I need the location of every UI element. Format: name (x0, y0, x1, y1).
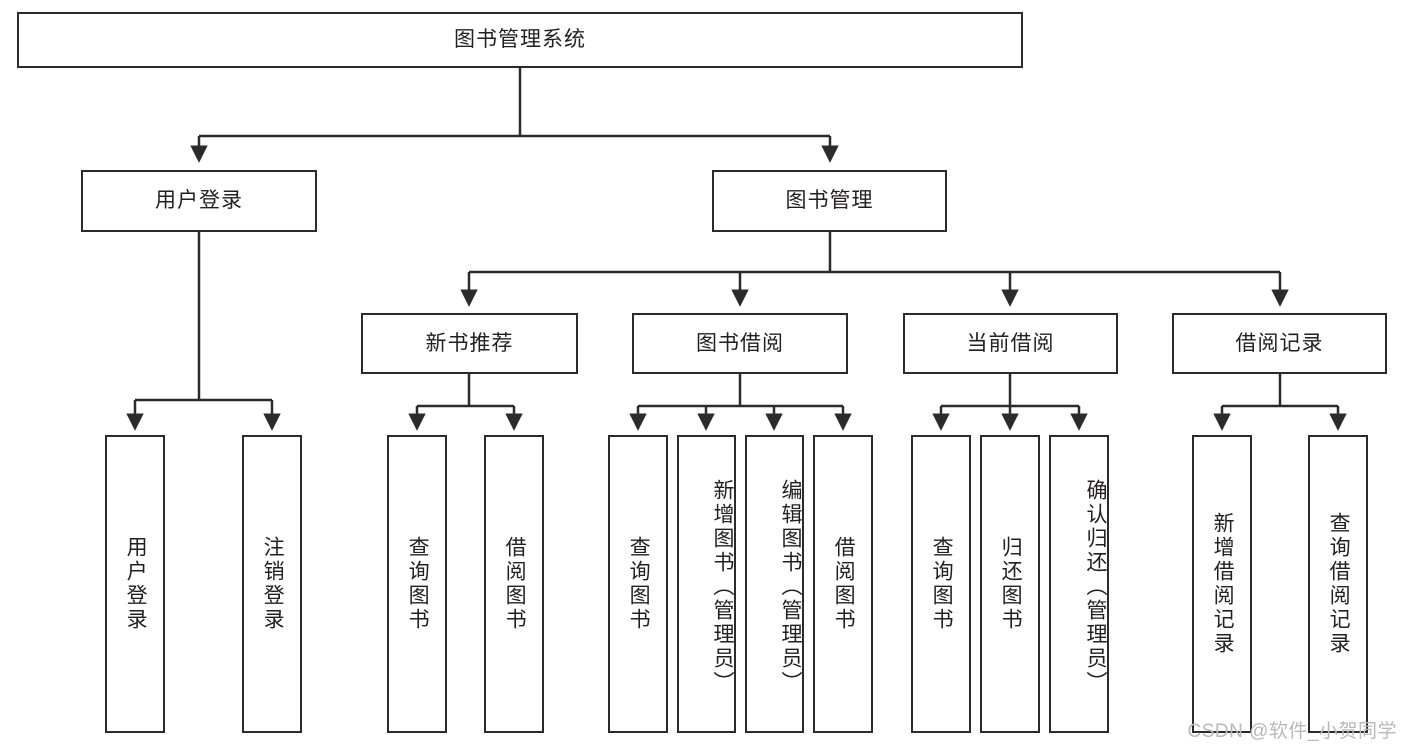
node-label: 编辑图书（管理员） (779, 479, 802, 695)
node-label: 查询借阅记录 (1327, 512, 1351, 656)
node-label: 图书管理系统 (454, 28, 586, 52)
csdn-watermark: CSDN @软件_小贺同学 (1187, 721, 1397, 742)
node-label: 借阅图书 (503, 536, 527, 632)
leaf-user-login-login[interactable]: 用户登录 (105, 435, 165, 733)
leaf-current-borrow-return-book[interactable]: 归还图书 (980, 435, 1040, 733)
node-book-borrow[interactable]: 图书借阅 (632, 313, 848, 374)
node-label: 借阅图书 (832, 536, 856, 632)
node-user-login[interactable]: 用户登录 (81, 170, 317, 232)
node-label: 注销登录 (261, 536, 285, 632)
node-label: 查询图书 (930, 536, 954, 632)
node-borrow-record[interactable]: 借阅记录 (1172, 313, 1387, 374)
leaf-current-borrow-query-book[interactable]: 查询图书 (911, 435, 971, 733)
node-root-book-management-system[interactable]: 图书管理系统 (17, 12, 1023, 68)
node-label: 归还图书 (999, 536, 1023, 632)
node-label: 图书借阅 (696, 331, 784, 355)
node-label: 借阅记录 (1235, 331, 1324, 355)
node-label: 用户登录 (124, 536, 148, 632)
leaf-book-borrow-borrow-book[interactable]: 借阅图书 (813, 435, 873, 733)
leaf-book-borrow-add-book-admin[interactable]: 新增图书（管理员） (677, 435, 736, 733)
leaf-borrow-record-query-record[interactable]: 查询借阅记录 (1308, 435, 1368, 733)
node-label: 确认归还（管理员） (1084, 479, 1107, 695)
node-label: 用户登录 (155, 189, 243, 213)
node-label: 查询图书 (627, 536, 651, 632)
node-current-borrow[interactable]: 当前借阅 (903, 313, 1118, 374)
leaf-new-book-query-book[interactable]: 查询图书 (387, 435, 447, 733)
leaf-borrow-record-add-record[interactable]: 新增借阅记录 (1192, 435, 1252, 733)
node-label: 新书推荐 (425, 331, 514, 355)
leaf-new-book-borrow-book[interactable]: 借阅图书 (484, 435, 544, 733)
node-label: 新增借阅记录 (1211, 512, 1235, 656)
leaf-user-login-logout[interactable]: 注销登录 (242, 435, 302, 733)
leaf-book-borrow-edit-book-admin[interactable]: 编辑图书（管理员） (745, 435, 804, 733)
node-label: 图书管理 (785, 189, 874, 213)
node-label: 查询图书 (406, 536, 430, 632)
node-book-management[interactable]: 图书管理 (712, 170, 947, 232)
node-new-book-recommend[interactable]: 新书推荐 (361, 313, 578, 374)
leaf-current-borrow-confirm-return-admin[interactable]: 确认归还（管理员） (1049, 435, 1109, 733)
node-label: 新增图书（管理员） (711, 479, 734, 695)
node-label: 当前借阅 (966, 331, 1055, 355)
leaf-book-borrow-query-book[interactable]: 查询图书 (608, 435, 668, 733)
